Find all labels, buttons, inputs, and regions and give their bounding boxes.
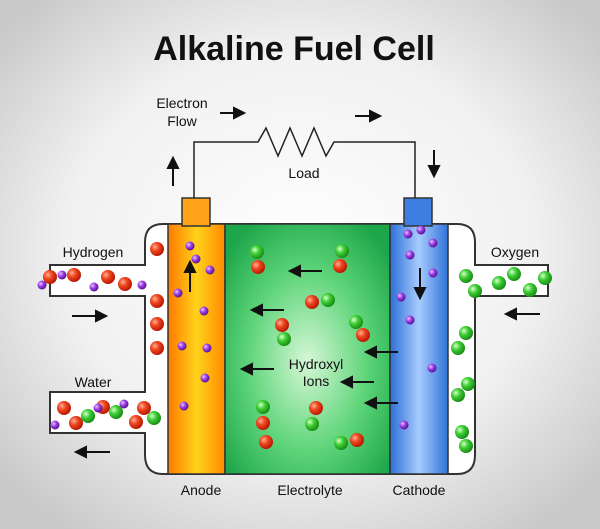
electrons	[37, 225, 438, 430]
electrolyte-region	[224, 223, 391, 475]
electron-flow-label-line2: Flow	[167, 113, 197, 129]
flow-arrows	[72, 259, 540, 459]
oxygen-label: Oxygen	[491, 244, 539, 260]
hydrogen-label: Hydrogen	[63, 244, 124, 260]
hydroxyl-ions-label-line2: Ions	[303, 373, 329, 389]
cathode-label: Cathode	[393, 482, 446, 498]
anode-terminal	[181, 197, 211, 227]
water-label: Water	[75, 374, 112, 390]
load-resistor-circuit	[193, 126, 416, 198]
electrolyte-label: Electrolyte	[277, 482, 343, 498]
page-title: Alkaline Fuel Cell	[153, 30, 435, 68]
oxygen-atoms	[81, 244, 552, 453]
oxygen-inlet-joint	[472, 267, 480, 295]
load-label: Load	[288, 165, 319, 181]
electron-flow-arrows	[166, 106, 441, 186]
anode-label: Anode	[181, 482, 222, 498]
electron-flow-label-line1: Electron	[156, 95, 207, 111]
cathode-terminal	[403, 197, 433, 227]
hydroxyl-ions-label-line1: Hydroxyl	[289, 356, 343, 372]
cathode-plate	[389, 223, 449, 475]
hydrogen-atoms	[43, 242, 370, 449]
